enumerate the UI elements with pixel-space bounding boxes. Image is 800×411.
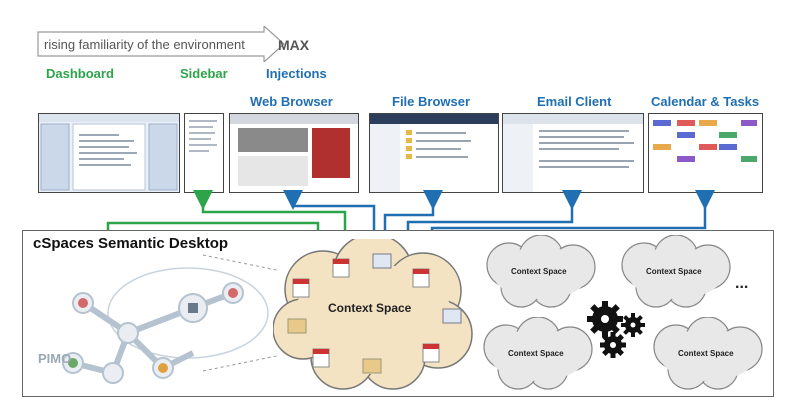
max-label: MAX	[278, 37, 310, 53]
file-browser-screenshot	[369, 113, 499, 193]
file-browser-label: File Browser	[392, 94, 471, 109]
familiarity-label: rising familiarity of the environment	[44, 37, 245, 52]
email-client-label: Email Client	[537, 94, 612, 109]
pimo-network	[62, 254, 278, 384]
context-space-label-3: Context Space	[508, 349, 564, 358]
small-context-cloud-2	[621, 235, 731, 308]
sidebar-screenshot	[184, 113, 224, 193]
dashboard-screenshot	[38, 113, 180, 193]
web-browser-screenshot	[229, 113, 359, 193]
sidebar-label: Sidebar	[180, 66, 228, 81]
context-space-label-1: Context Space	[511, 267, 567, 276]
calendar-tasks-label: Calendar & Tasks	[651, 94, 760, 109]
context-space-label-2: Context Space	[646, 267, 702, 276]
more-spaces-ellipsis: ...	[735, 275, 749, 292]
small-context-cloud-3	[483, 317, 593, 390]
web-browser-connector	[283, 190, 384, 260]
main-context-cloud	[273, 239, 473, 390]
small-context-cloud-4	[653, 317, 763, 390]
injections-label: Injections	[266, 66, 327, 81]
main-context-space-label: Context Space	[328, 301, 412, 315]
calendar-tasks-screenshot	[648, 113, 763, 193]
desktop-title: cSpaces Semantic Desktop	[33, 235, 229, 252]
semantic-desktop-frame: cSpaces Semantic Desktop PIMO	[22, 230, 774, 397]
context-space-label-4: Context Space	[678, 349, 734, 358]
pimo-label: PIMO	[38, 351, 72, 366]
web-browser-label: Web Browser	[250, 94, 333, 109]
small-context-cloud-1	[486, 235, 596, 308]
gears-icon	[587, 301, 645, 358]
email-client-screenshot	[502, 113, 644, 193]
familiarity-arrow	[37, 26, 285, 62]
dashboard-label: Dashboard	[46, 66, 114, 81]
